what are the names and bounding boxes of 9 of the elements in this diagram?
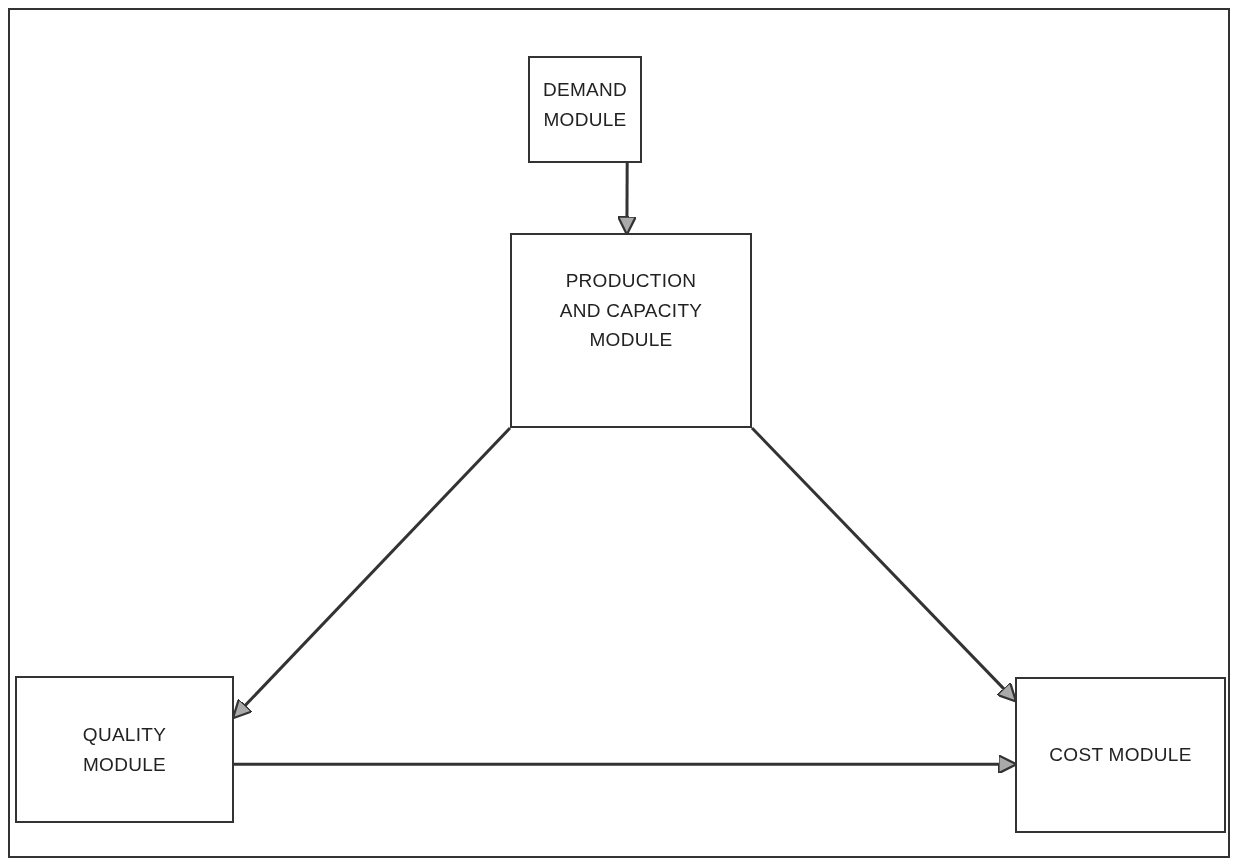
module-box bbox=[528, 56, 642, 163]
module-box bbox=[15, 676, 234, 823]
arrow bbox=[616, 163, 638, 236]
module-box bbox=[510, 233, 752, 428]
module-box bbox=[1015, 677, 1226, 833]
module-label: PRODUCTION AND CAPACITY MODULE bbox=[558, 269, 704, 353]
module-label: QUALITY MODULE bbox=[81, 723, 168, 777]
module-label: DEMAND MODULE bbox=[541, 78, 629, 132]
module-label: COST MODULE bbox=[1049, 743, 1192, 768]
